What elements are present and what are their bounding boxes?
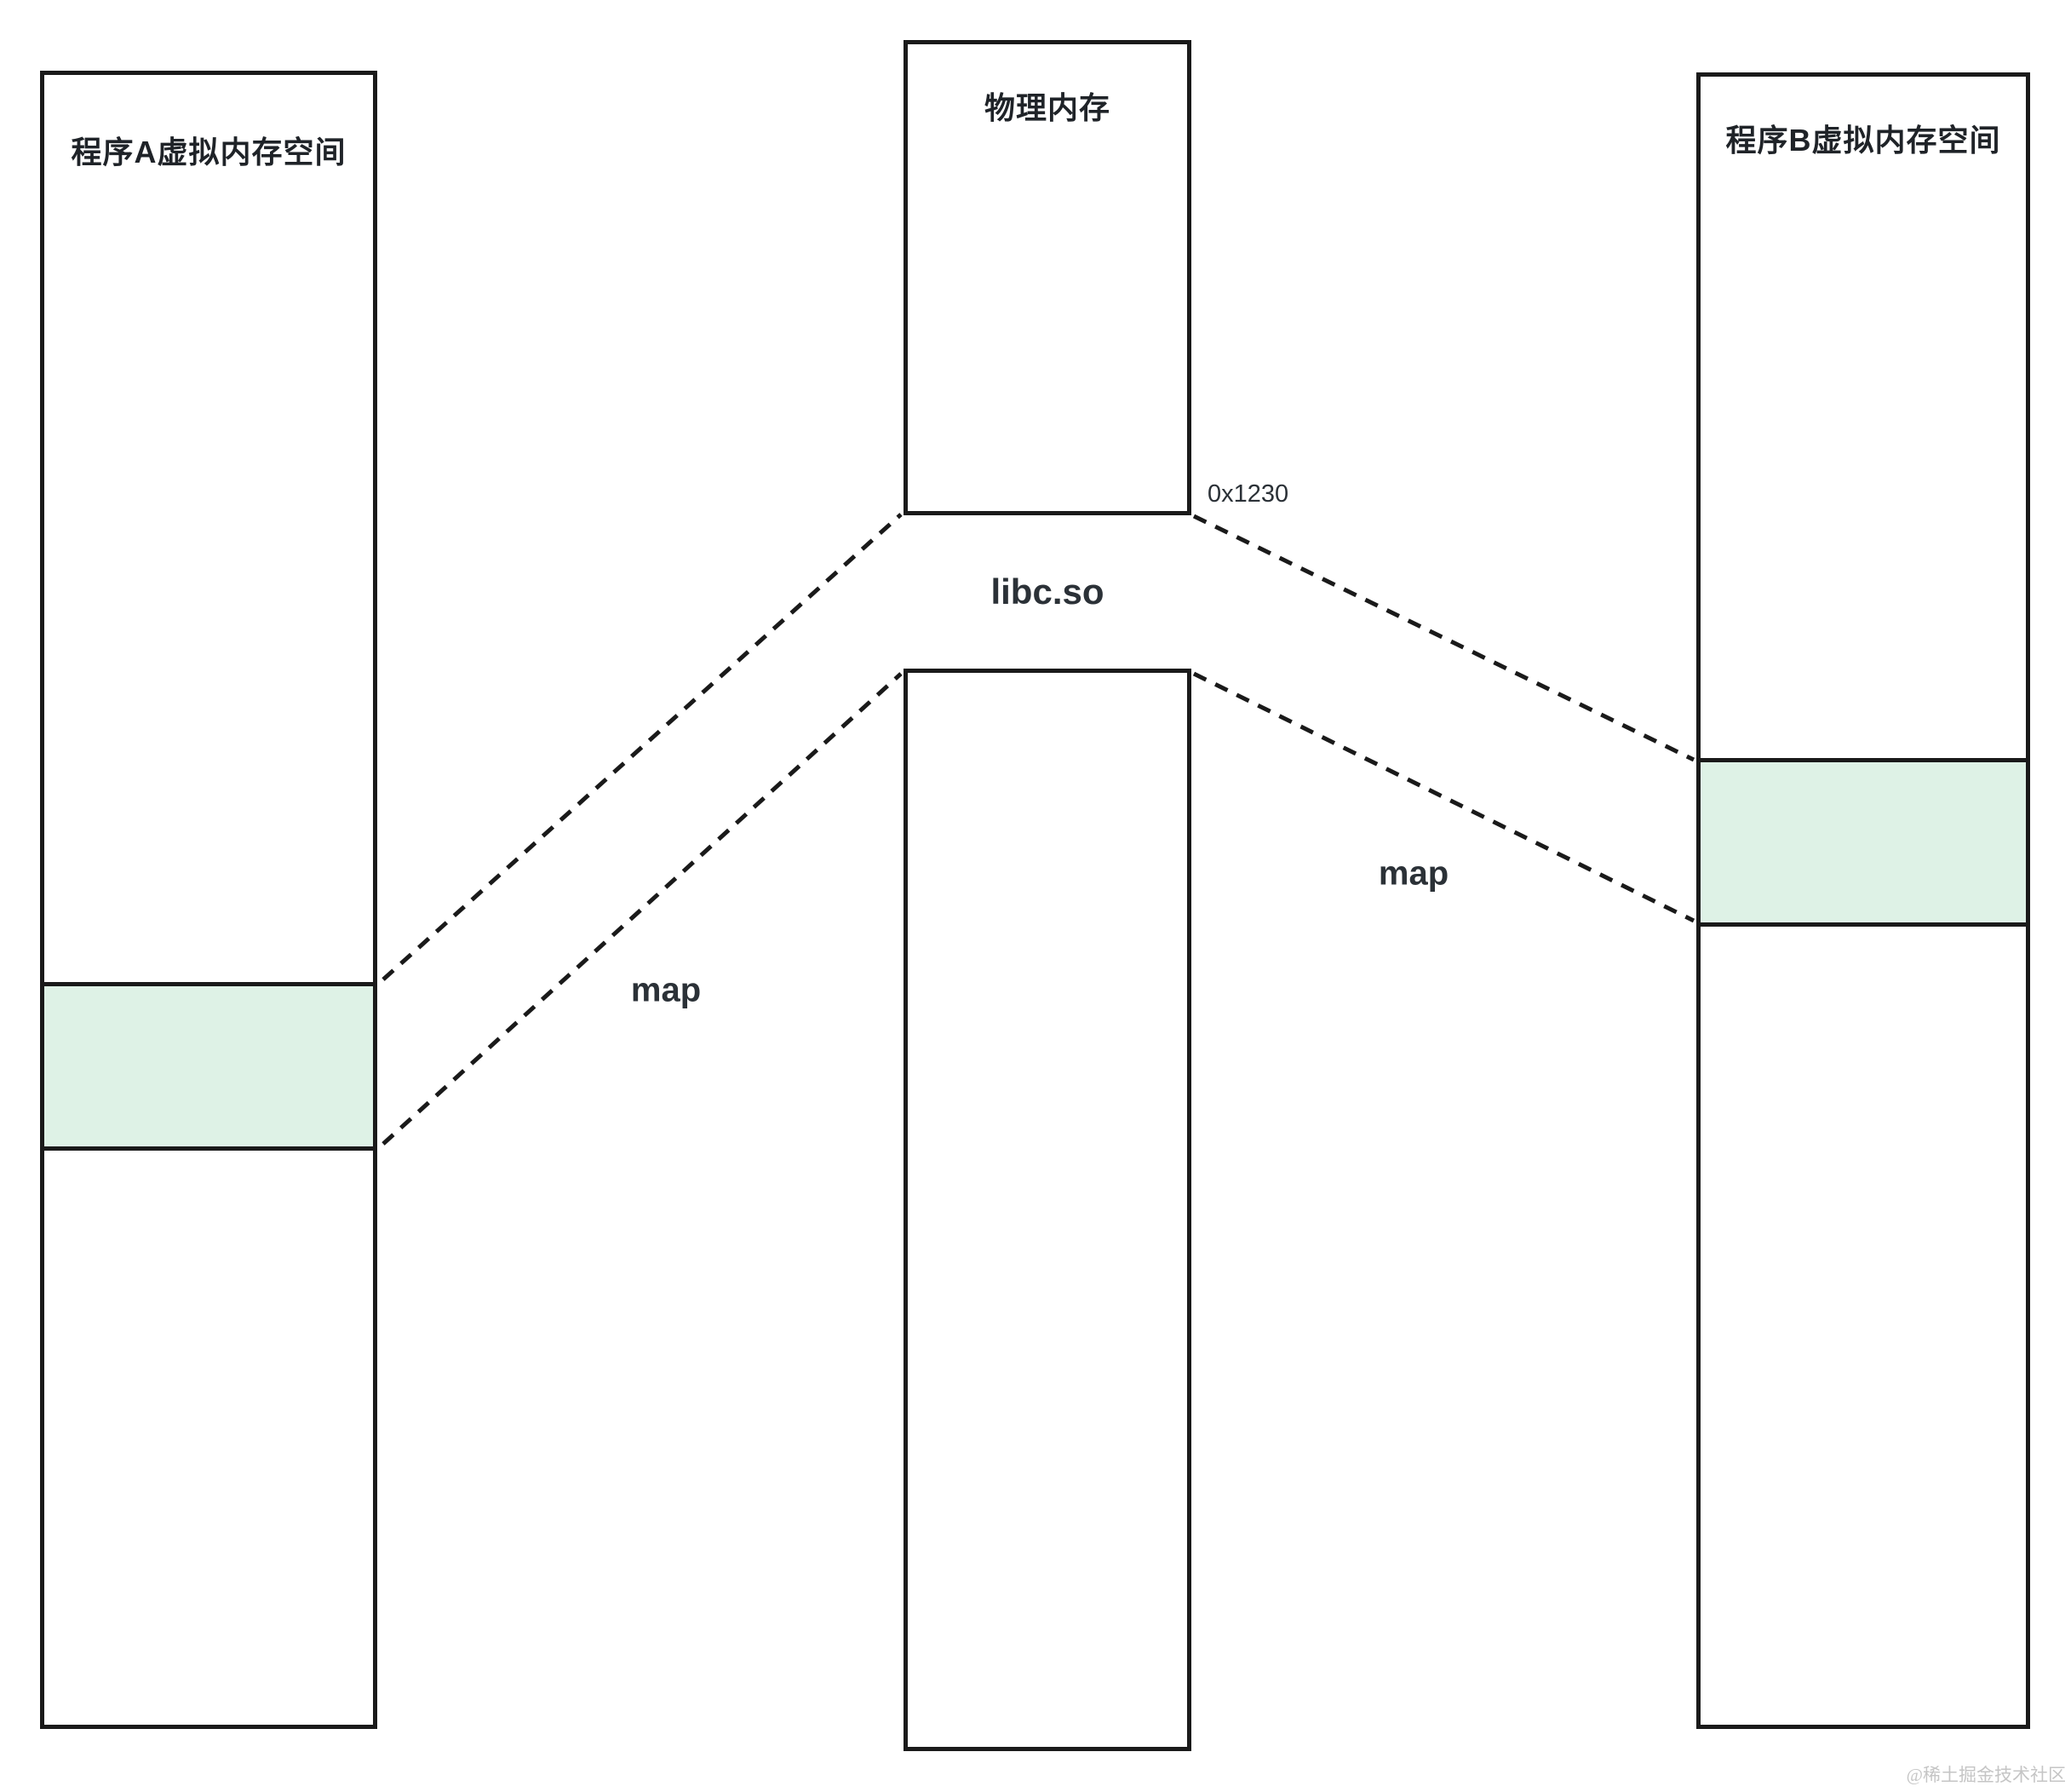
map-line-b-top [1192, 514, 1695, 762]
program-b-shared-region [1696, 758, 2030, 927]
address-label: 0x1230 [1208, 480, 1289, 508]
program-a-title: 程序A虚拟内存空间 [71, 135, 347, 169]
program-b-title: 程序B虚拟内存空间 [1725, 123, 2001, 158]
program-a-shared-region [40, 982, 377, 1151]
physical-memory-title: 物理内存 [984, 90, 1110, 125]
map-line-a-bottom [382, 672, 903, 1146]
libc-so-region: libc.so [904, 511, 1191, 673]
map-label-right: map [1378, 854, 1449, 893]
watermark: @稀土掘金技术社区 [1906, 1765, 2066, 1785]
physical-memory-box: 物理内存 [904, 40, 1191, 1751]
map-label-left: map [630, 971, 702, 1009]
map-line-a-top [382, 513, 903, 981]
libc-so-label: libc.so [990, 571, 1104, 612]
program-a-virtual-memory-box: 程序A虚拟内存空间 [40, 71, 377, 1729]
